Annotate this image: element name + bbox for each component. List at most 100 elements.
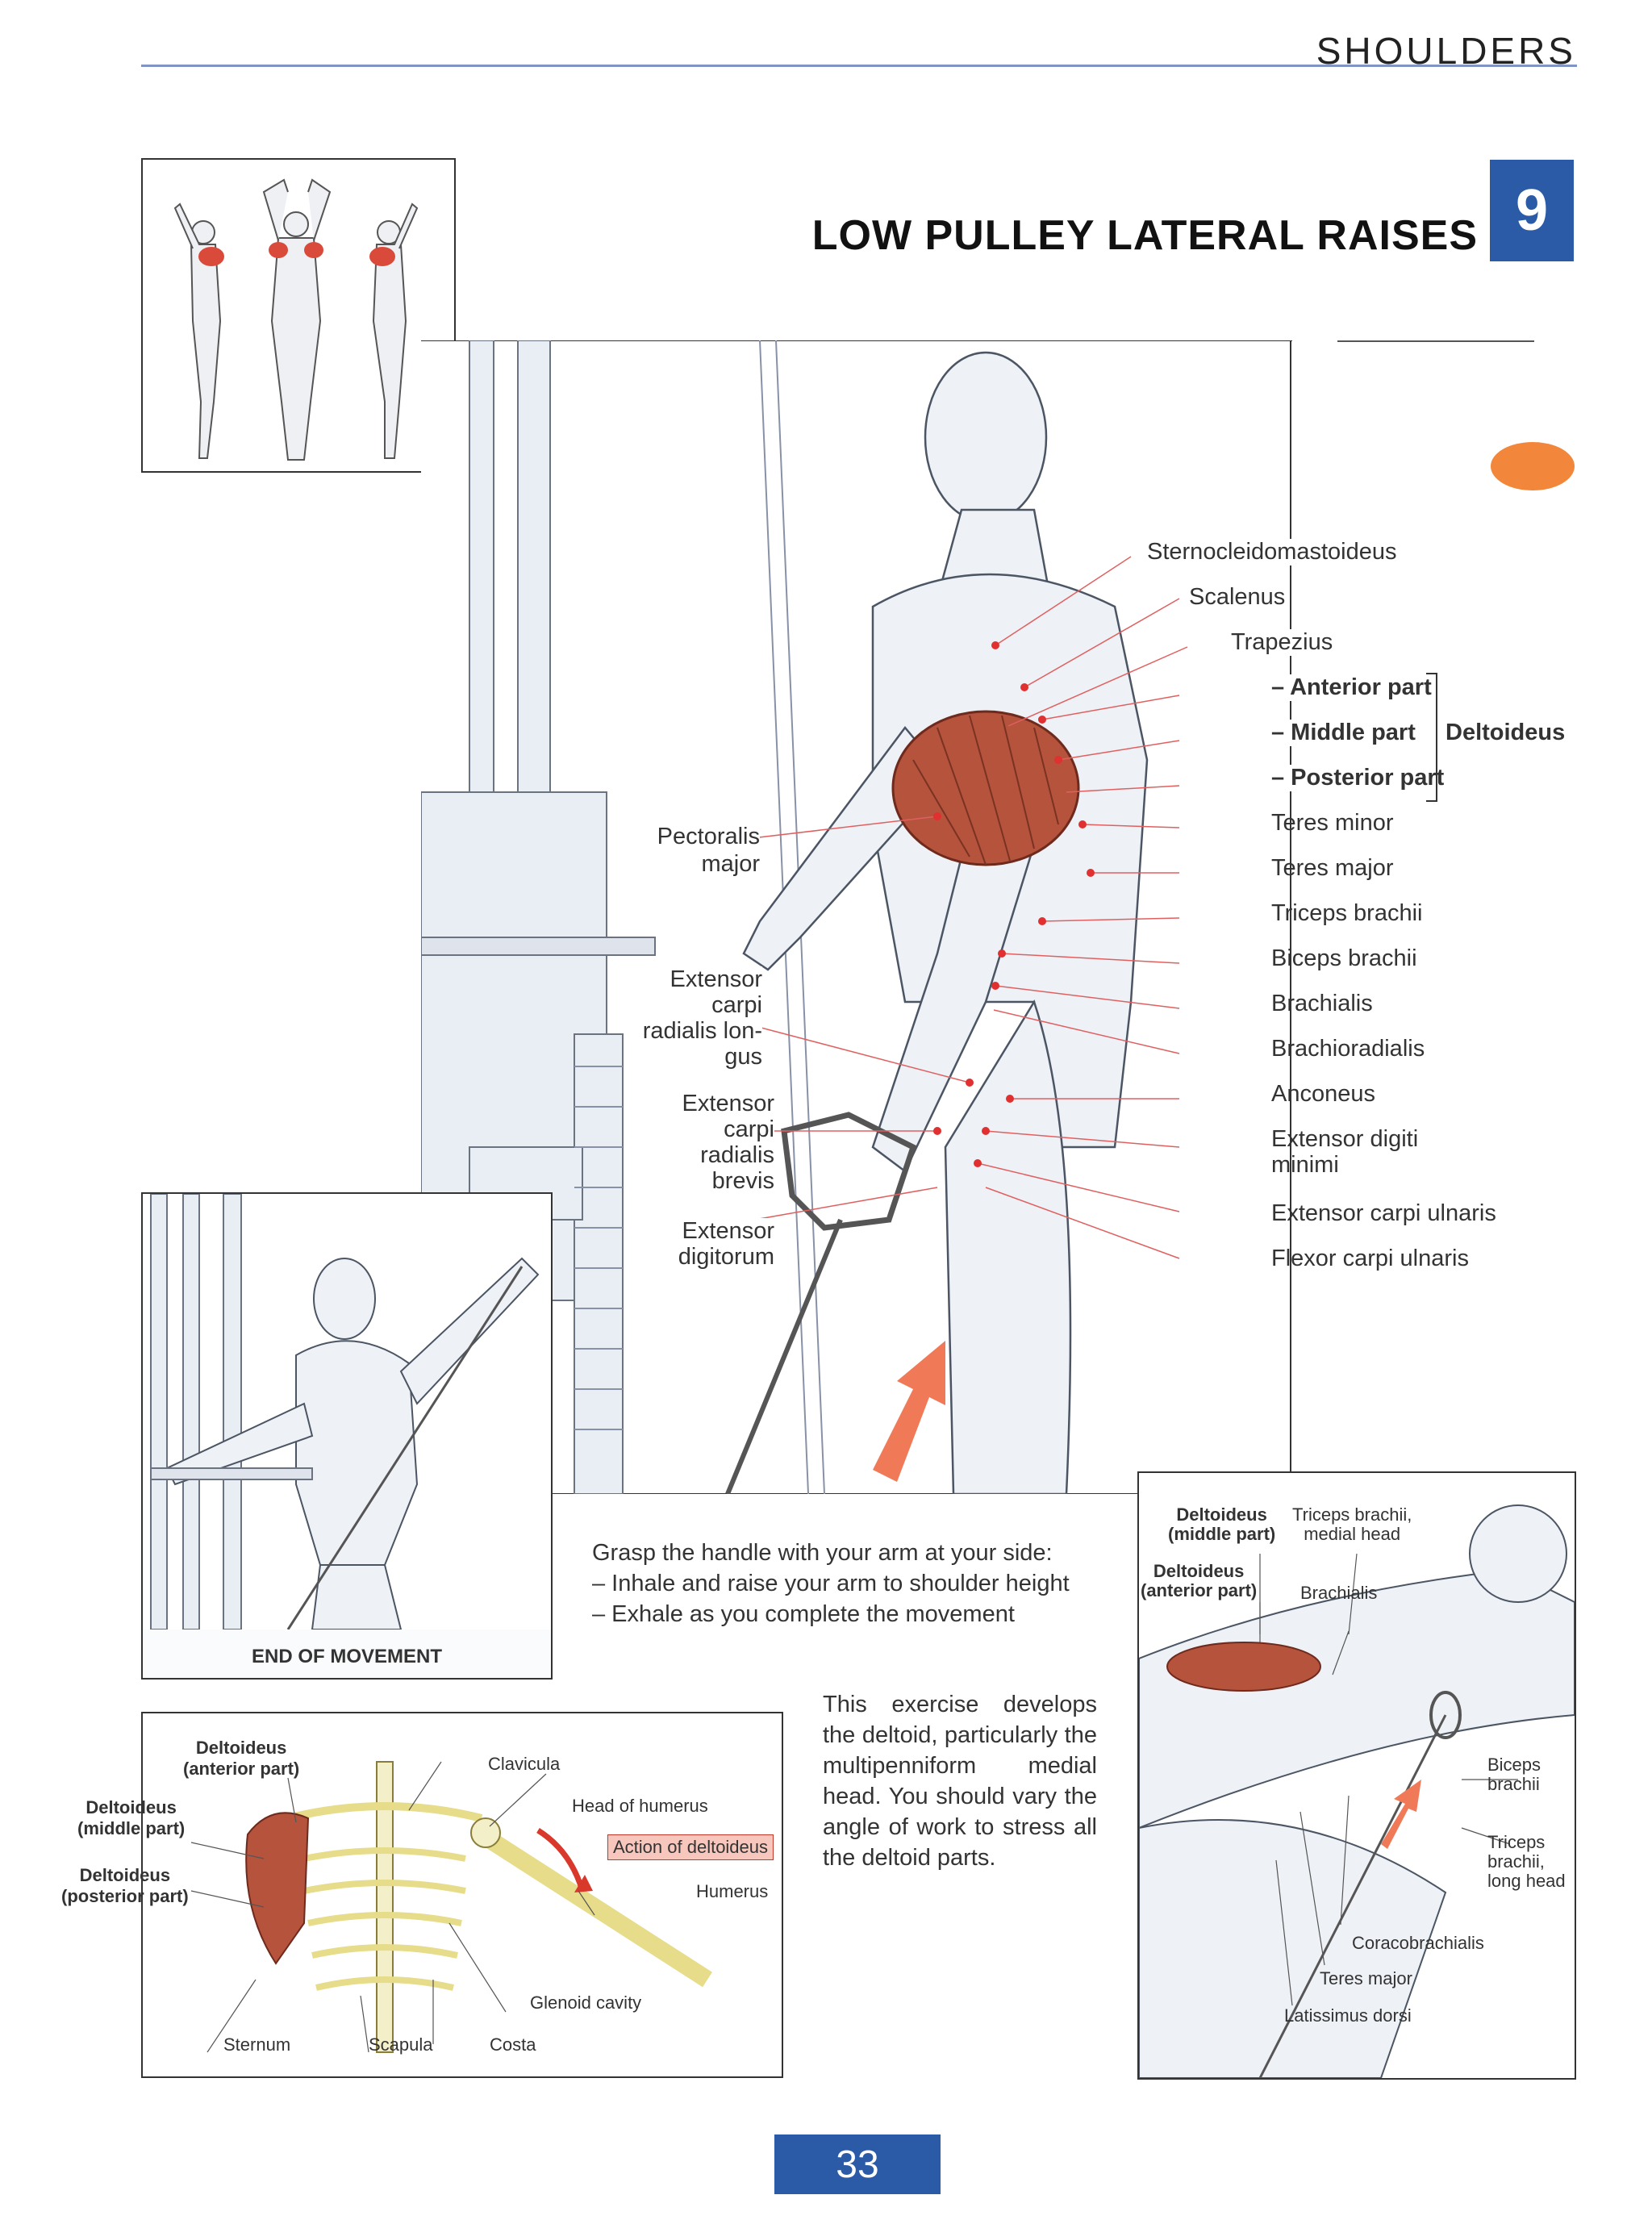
label-deltoideus: Deltoideus xyxy=(1446,720,1566,745)
label-extensor-carpi-ulnaris: Extensor carpi ulnaris xyxy=(1271,1200,1496,1226)
detail-label-latissimus-dorsi: Latissimus dorsi xyxy=(1284,2005,1412,2026)
instruction-line: – Inhale and raise your arm to shoulder … xyxy=(592,1571,1070,1596)
skel-label-costa: Costa xyxy=(490,2034,536,2055)
detail-label-delt-middle: Deltoideus (middle part) xyxy=(1168,1505,1275,1544)
label-brachialis: Brachialis xyxy=(1271,991,1373,1016)
label-line: Deltoideus xyxy=(1153,1561,1245,1581)
label-ext-carpi-radialis-brevis: Extensor carpi radialis brevis xyxy=(661,1091,774,1194)
label-line: Deltoideus xyxy=(86,1797,177,1817)
difficulty-marker xyxy=(1491,442,1575,490)
label-line: Pectoralis xyxy=(657,824,760,849)
skel-label-delt-middle: Deltoideus (middle part) xyxy=(77,1797,185,1839)
label-line: (posterior part) xyxy=(61,1886,189,1906)
label-brachioradialis: Brachioradialis xyxy=(1271,1036,1425,1062)
end-movement-illustration xyxy=(143,1193,551,1630)
movement-arrow-icon xyxy=(873,1341,945,1482)
label-biceps-brachii: Biceps brachii xyxy=(1271,945,1417,971)
skel-label-humerus: Humerus xyxy=(696,1881,769,1901)
label-line: (middle part) xyxy=(1168,1524,1276,1544)
exercise-number-badge: 9 xyxy=(1490,160,1574,261)
detail-label-coracobrachialis: Coracobrachialis xyxy=(1352,1933,1484,1953)
label-line: Triceps xyxy=(1487,1832,1546,1852)
label-line: Extensor xyxy=(670,966,762,992)
label-line: brachii, xyxy=(1487,1851,1545,1872)
instruction-line: – Exhale as you complete the movement xyxy=(592,1601,1015,1627)
label-line: radialis xyxy=(700,1142,774,1168)
label-line: Deltoideus xyxy=(79,1865,171,1885)
detail-label-triceps-long: Triceps brachii, long head xyxy=(1487,1833,1566,1891)
deltoid-muscle-skeleton xyxy=(245,1812,310,1965)
page-number: 33 xyxy=(836,2143,879,2186)
skel-label-sternum: Sternum xyxy=(223,2034,291,2055)
label-line: gus xyxy=(724,1044,762,1070)
label-line: Extensor xyxy=(682,1218,774,1244)
label-scalenus: Scalenus xyxy=(1189,584,1286,611)
instruction-line: Grasp the handle with your arm at your s… xyxy=(592,1540,1053,1566)
skeleton-diagram: Deltoideus (anterior part) Clavicula Hea… xyxy=(141,1712,783,2078)
label-deltoid-middle: – Middle part xyxy=(1271,720,1416,746)
detail-label-delt-anterior: Deltoideus (anterior part) xyxy=(1141,1562,1257,1600)
label-line: brachii xyxy=(1487,1774,1540,1794)
label-sternocleidomastoideus: Sternocleidomastoideus xyxy=(1147,539,1397,565)
skel-label-delt-posterior: Deltoideus (posterior part) xyxy=(61,1865,189,1907)
label-line: radialis lon- xyxy=(642,1018,762,1044)
title-underline xyxy=(1337,340,1534,342)
label-flexor-carpi-ulnaris: Flexor carpi ulnaris xyxy=(1271,1246,1469,1271)
label-anconeus: Anconeus xyxy=(1271,1081,1375,1107)
label-line: (anterior part) xyxy=(183,1759,300,1779)
label-teres-major: Teres major xyxy=(1271,855,1394,881)
label-ext-carpi-radialis-longus: Extensor carpi radialis lon- gus xyxy=(629,966,762,1070)
skel-label-glenoid-cavity: Glenoid cavity xyxy=(530,1993,642,2013)
deltoid-muscle xyxy=(891,710,1080,866)
label-line: (middle part) xyxy=(77,1818,186,1838)
detail-label-brachialis: Brachialis xyxy=(1300,1583,1378,1603)
label-trapezius: Trapezius xyxy=(1231,629,1333,656)
label-line: Deltoideus xyxy=(195,1738,287,1758)
label-line: carpi xyxy=(711,992,762,1018)
end-of-movement-panel: END OF MOVEMENT xyxy=(141,1192,553,1680)
skel-label-head-of-humerus: Head of humerus xyxy=(572,1796,708,1816)
detail-panel: Deltoideus (middle part) Triceps brachii… xyxy=(1137,1471,1576,2080)
header-rule xyxy=(141,65,1577,67)
label-line: long head xyxy=(1487,1871,1566,1891)
detail-label-biceps: Biceps brachii xyxy=(1487,1755,1541,1794)
page-number-badge: 33 xyxy=(774,2134,941,2194)
deltoid-muscle-detail xyxy=(1166,1642,1321,1692)
instructions: Grasp the handle with your arm at your s… xyxy=(592,1538,1070,1630)
muscle-figures-illustration xyxy=(173,178,419,461)
label-line: (anterior part) xyxy=(1141,1580,1258,1600)
skel-label-clavicula: Clavicula xyxy=(488,1754,561,1774)
deltoid-highlight-1 xyxy=(198,247,224,266)
label-teres-minor: Teres minor xyxy=(1271,810,1394,836)
label-line: medial head xyxy=(1304,1524,1401,1544)
label-line: digitorum xyxy=(678,1244,774,1270)
shoulder-skeleton-illustration xyxy=(190,1761,712,2053)
exercise-number: 9 xyxy=(1515,178,1549,243)
detail-label-teres-major: Teres major xyxy=(1320,1968,1412,1988)
label-line: brevis xyxy=(711,1168,774,1194)
exercise-title: LOW PULLEY LATERAL RAISES xyxy=(811,212,1478,259)
end-of-movement-caption: END OF MOVEMENT xyxy=(251,1646,442,1667)
label-deltoid-anterior: – Anterior part xyxy=(1271,674,1432,701)
label-extensor-digitorum: Extensor digitorum xyxy=(645,1218,774,1270)
movement-arrow-icon xyxy=(1381,1780,1421,1849)
label-line: major xyxy=(701,851,760,877)
label-line: Extensor xyxy=(682,1091,774,1116)
label-line: Deltoideus xyxy=(1176,1504,1267,1525)
label-line: carpi xyxy=(724,1116,774,1142)
label-triceps-brachii: Triceps brachii xyxy=(1271,900,1423,926)
deltoid-bracket xyxy=(1426,673,1437,802)
arm-detail-illustration xyxy=(1138,1504,1575,2079)
detail-label-triceps-medial: Triceps brachii, medial head xyxy=(1292,1505,1412,1544)
action-arrow-icon xyxy=(536,1828,586,1892)
skel-label-scapula: Scapula xyxy=(369,2034,433,2055)
exercise-description: This exercise develops the deltoid, part… xyxy=(823,1692,1097,1871)
label-line: Extensor digiti xyxy=(1271,1126,1419,1152)
skel-label-action-of-deltoideus: Action of deltoideus xyxy=(607,1834,774,1860)
muscle-map-thumbnail xyxy=(141,158,456,473)
label-line: minimi xyxy=(1271,1152,1339,1178)
label-line: Biceps xyxy=(1487,1755,1541,1775)
label-deltoid-posterior: – Posterior part xyxy=(1271,765,1445,791)
skel-label-delt-anterior: Deltoideus (anterior part) xyxy=(183,1738,299,1780)
label-pectoralis-major: Pectoralis major xyxy=(637,823,760,878)
